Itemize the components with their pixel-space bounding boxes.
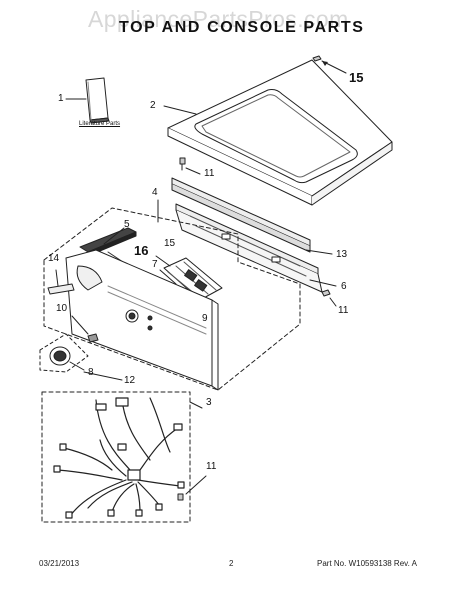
callout-4: 4 bbox=[152, 187, 158, 198]
literature-booklet bbox=[85, 77, 110, 124]
control-knob bbox=[39, 333, 89, 373]
footer-part-number: Part No. W10593138 Rev. A bbox=[317, 559, 417, 568]
footer-page-number: 2 bbox=[229, 559, 234, 568]
callout-9: 9 bbox=[202, 313, 208, 324]
callout-15-console: 15 bbox=[164, 238, 176, 249]
callout-13: 13 bbox=[336, 249, 348, 260]
control-board bbox=[163, 257, 223, 301]
callout-12: 12 bbox=[124, 375, 136, 386]
screw-11-right bbox=[321, 289, 331, 297]
callout-3: 3 bbox=[206, 397, 212, 408]
callout-5: 5 bbox=[124, 219, 130, 230]
wire-harness bbox=[53, 397, 185, 519]
callout-16: 16 bbox=[134, 243, 149, 258]
screw-11-top bbox=[179, 157, 186, 171]
callout-7: 7 bbox=[152, 259, 158, 270]
callout-11-top: 11 bbox=[204, 168, 215, 179]
callout-1: 1 bbox=[58, 93, 64, 104]
callout-6: 6 bbox=[341, 281, 347, 292]
callout-15-top: 15 bbox=[349, 70, 364, 85]
callout-11-bottom: 11 bbox=[206, 461, 217, 472]
top-screw bbox=[312, 55, 322, 62]
console-overlay bbox=[47, 283, 75, 295]
callout-2: 2 bbox=[150, 100, 156, 111]
callout-11-right: 11 bbox=[338, 305, 349, 316]
screw-11-bottom bbox=[177, 493, 184, 501]
callout-10: 10 bbox=[56, 303, 68, 314]
watermark: AppliancePartsPros.com bbox=[88, 6, 349, 32]
callout-8: 8 bbox=[88, 367, 94, 378]
console-panel bbox=[65, 249, 219, 391]
callout-14: 14 bbox=[48, 253, 60, 264]
top-panel bbox=[167, 59, 393, 206]
knob-shaft bbox=[87, 333, 99, 343]
literature-parts-label: Literature Parts bbox=[79, 121, 121, 127]
footer-date: 03/21/2013 bbox=[39, 559, 80, 568]
console-rear-bracket bbox=[171, 177, 323, 293]
page-title: TOP AND CONSOLE PARTS bbox=[119, 19, 365, 36]
